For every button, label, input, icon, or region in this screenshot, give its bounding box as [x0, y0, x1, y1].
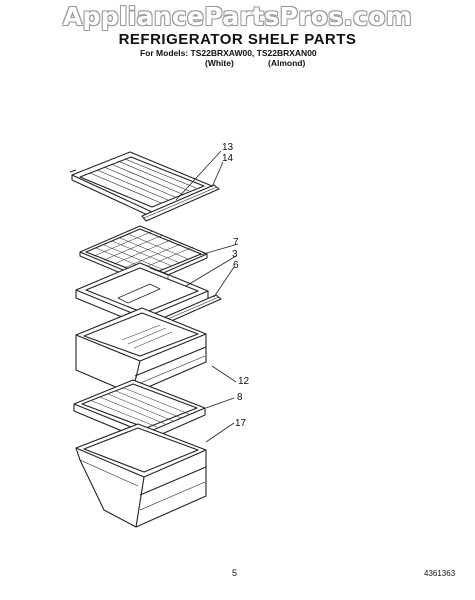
- watermark-logo: AppliancePartsPros.com: [62, 2, 413, 31]
- page-title: REFRIGERATOR SHELF PARTS: [118, 31, 357, 48]
- callout-17: 17: [235, 418, 247, 429]
- part-17-lower-bin: [75, 423, 207, 528]
- callout-8: 8: [237, 392, 243, 403]
- variant-white-label: (White): [205, 58, 234, 68]
- callout-3: 3: [232, 249, 238, 260]
- document-number: 4361363: [424, 569, 456, 578]
- callout-12: 12: [238, 376, 250, 387]
- part-7-glass-panel: [79, 225, 208, 285]
- callout-6: 6: [233, 260, 239, 271]
- callout-13: 13: [222, 142, 234, 153]
- callout-14: 14: [222, 153, 234, 164]
- part-14-shelf-trim: [141, 184, 220, 222]
- part-12-crisper-drawer: [75, 307, 207, 395]
- callout-7: 7: [233, 237, 239, 248]
- part-13-glass-shelf: [69, 151, 217, 218]
- part-3-shelf-frame: [75, 262, 209, 327]
- variant-almond-label: (Almond): [268, 58, 306, 68]
- page-number: 5: [232, 568, 238, 578]
- model-numbers: For Models: TS22BRXAW00, TS22BRXAN00: [140, 48, 317, 58]
